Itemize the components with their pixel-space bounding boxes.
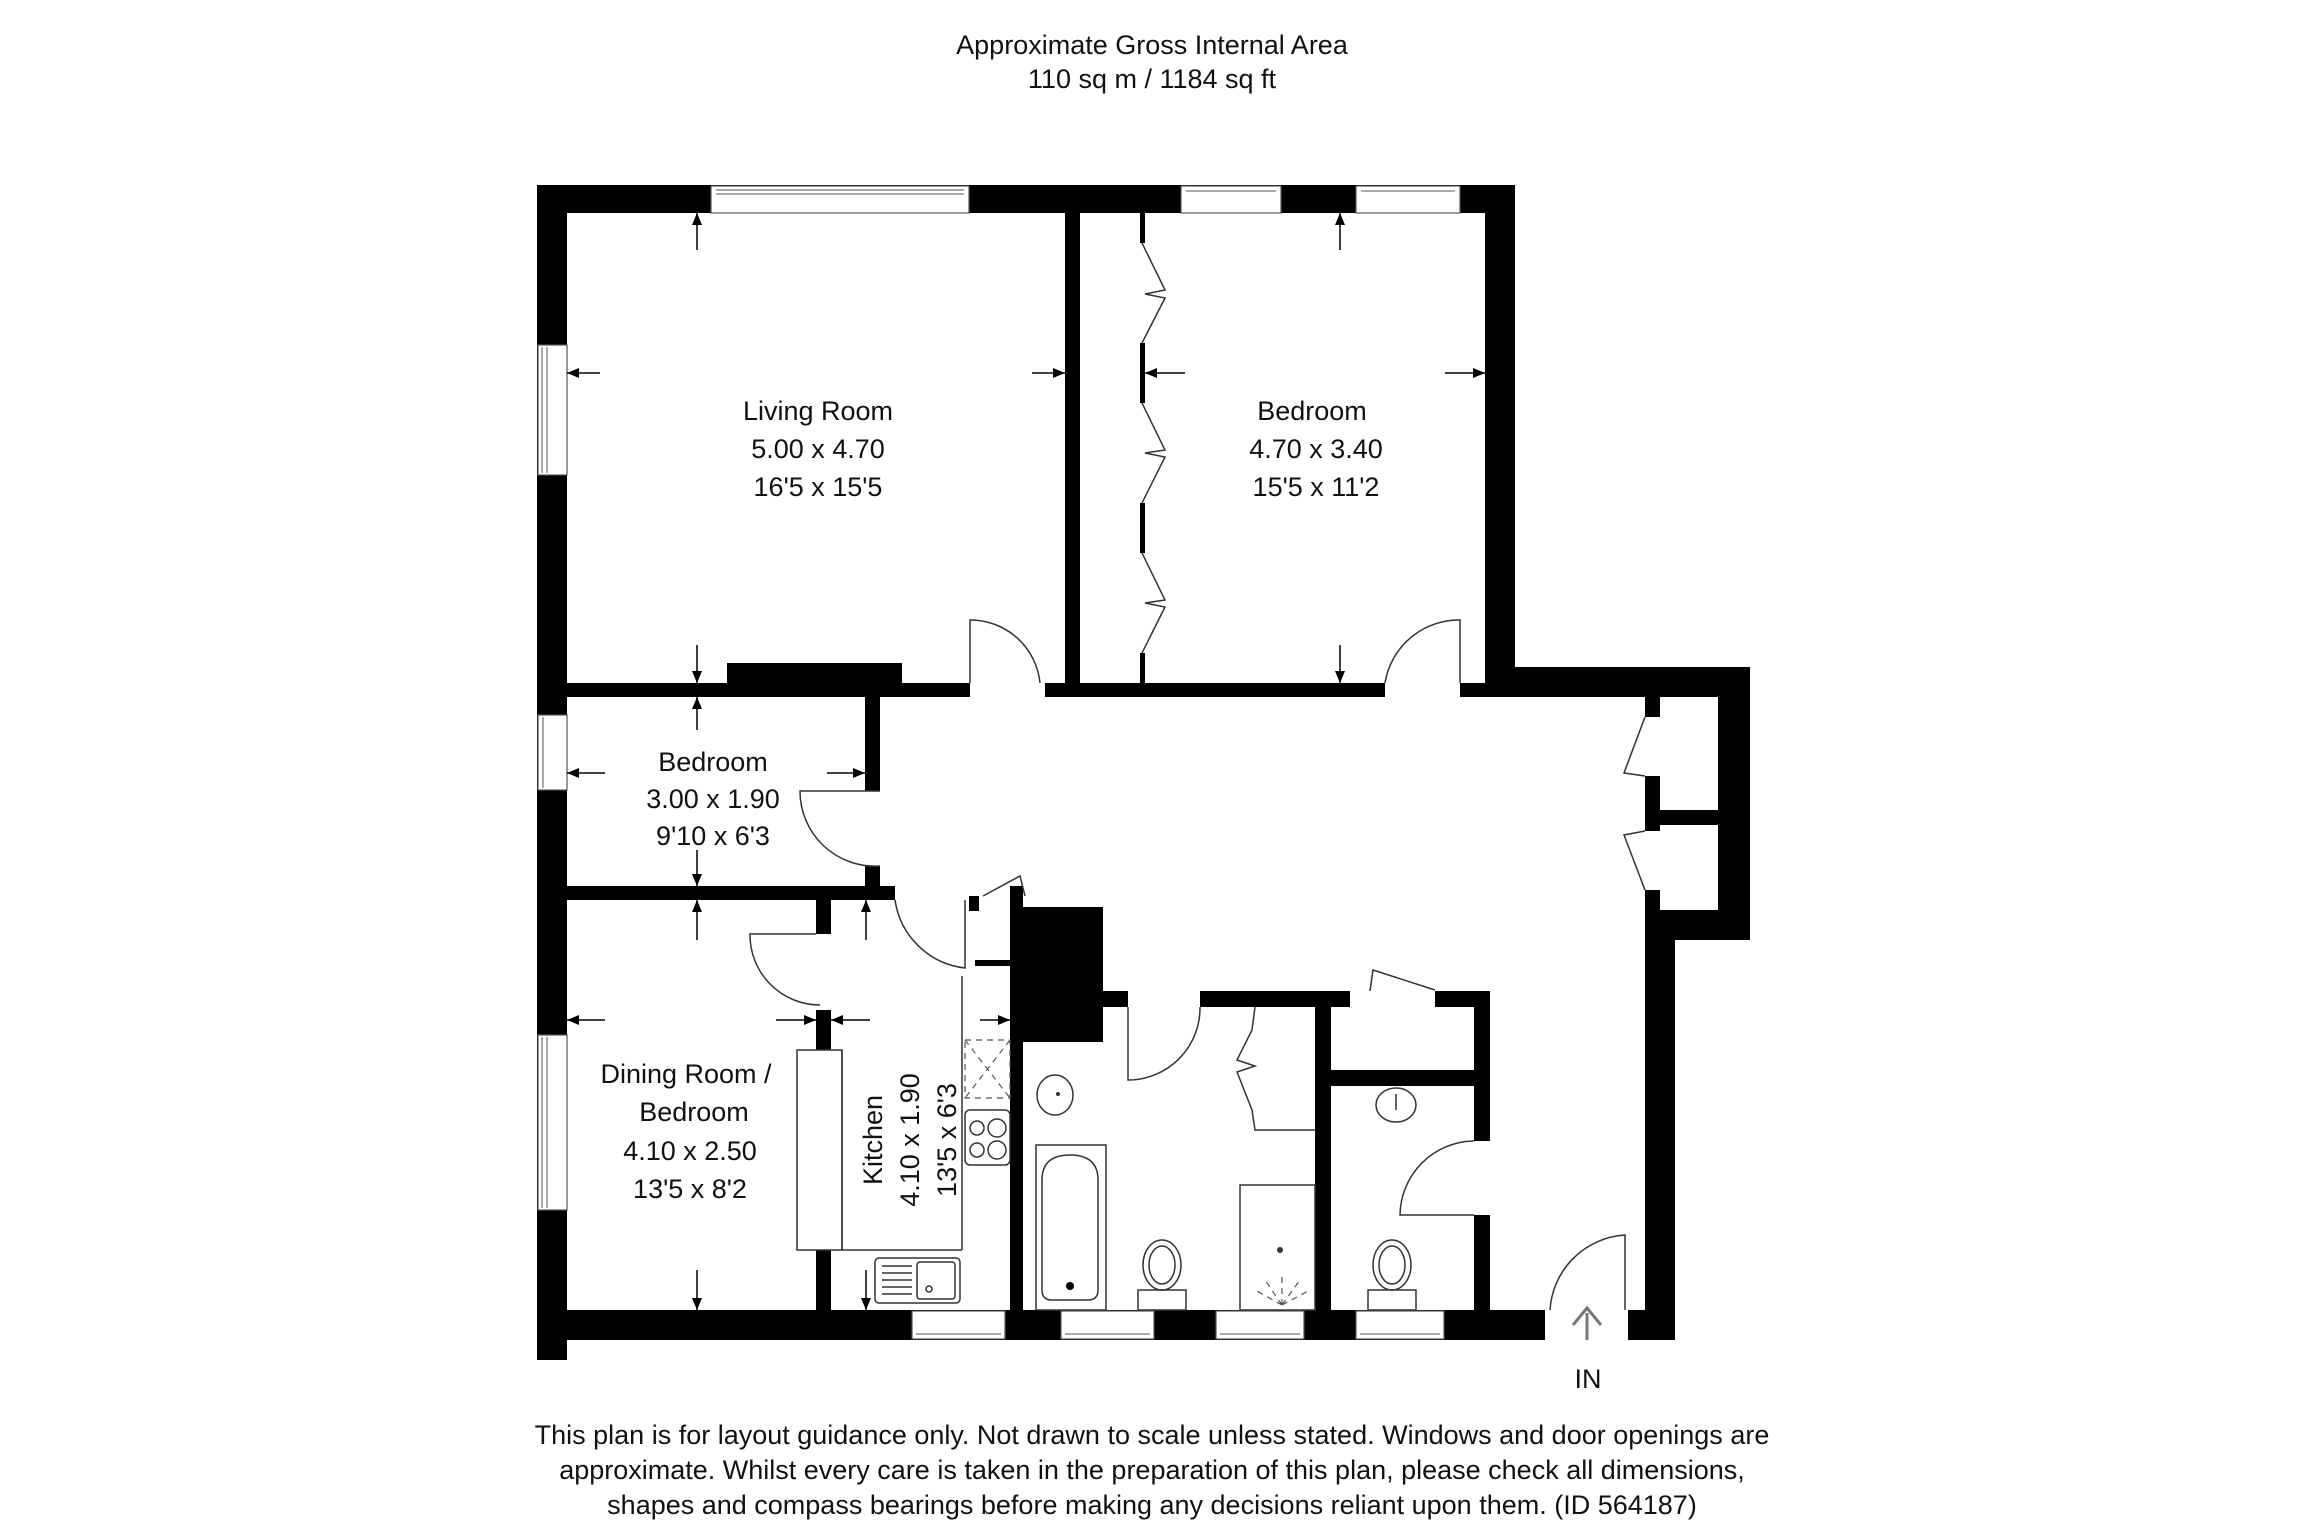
bathroom-fixtures (1035, 1074, 1316, 1311)
room-metric: 4.70 x 3.40 (1249, 434, 1383, 464)
room-imperial: 13'5 x 6'3 (932, 1083, 962, 1197)
room-metric: 4.10 x 1.90 (895, 1073, 925, 1207)
room-metric: 5.00 x 4.70 (751, 434, 885, 464)
arrow-up-icon (1571, 1305, 1603, 1340)
disclaimer-line-3: shapes and compass bearings before makin… (607, 1490, 1697, 1520)
room-name: Bedroom (658, 747, 768, 777)
area-summary: 110 sq m / 1184 sq ft (1027, 64, 1277, 94)
bathroom-door (1127, 1006, 1201, 1081)
toilet-icon (1137, 1239, 1187, 1311)
room-name: Living Room (743, 396, 893, 426)
windows (537, 185, 1461, 1340)
disclaimer-line-1: This plan is for layout guidance only. N… (534, 1420, 1770, 1450)
room-name-1: Dining Room / (600, 1059, 772, 1089)
wc-door (1399, 1140, 1475, 1216)
entrance-label: IN (1575, 1364, 1602, 1394)
room-living-room: Living Room 5.00 x 4.70 16'5 x 15'5 (743, 396, 893, 502)
title-line-1: Approximate Gross Internal Area (956, 30, 1348, 60)
room-imperial: 13'5 x 8'2 (633, 1174, 747, 1204)
hob-icon (964, 1109, 1011, 1166)
plan-title: Approximate Gross Internal Area 110 sq m… (0, 28, 2304, 96)
room-bedroom-main: Bedroom 4.70 x 3.40 15'5 x 11'2 (1249, 396, 1383, 502)
shower-icon (1239, 1184, 1316, 1311)
disclaimer-line-2: approximate. Whilst every care is taken … (559, 1455, 1745, 1485)
living-room-door (969, 619, 1041, 684)
room-bedroom-small: Bedroom 3.00 x 1.90 9'10 x 6'3 (646, 747, 780, 851)
worktop (796, 1049, 843, 1251)
cupboard-door-1 (1622, 716, 1646, 777)
room-imperial: 15'5 x 11'2 (1253, 472, 1380, 502)
room-imperial: 9'10 x 6'3 (656, 821, 770, 851)
toilet-icon (1367, 1239, 1417, 1311)
bath-icon (1035, 1144, 1107, 1311)
kitchen-fixtures (796, 976, 1011, 1304)
doors (749, 619, 1646, 1311)
room-kitchen: Kitchen 4.10 x 1.90 13'5 x 6'3 (858, 1073, 962, 1207)
room-metric: 4.10 x 2.50 (623, 1136, 757, 1166)
fireplace-icon (727, 663, 902, 685)
room-name: Bedroom (1257, 396, 1367, 426)
small-bedroom-door (799, 790, 881, 867)
room-metric: 3.00 x 1.90 (646, 784, 780, 814)
room-imperial: 16'5 x 15'5 (754, 472, 883, 502)
internal-walls (545, 213, 1718, 1311)
disclaimer: This plan is for layout guidance only. N… (0, 1418, 2304, 1523)
entrance-marker: IN (1571, 1305, 1603, 1394)
room-name-2: Bedroom (639, 1097, 749, 1127)
dimension-arrows (567, 213, 1485, 1310)
sink-icon (874, 1257, 961, 1304)
washbasin-icon (1375, 1087, 1417, 1123)
cupboard-door-2 (1622, 830, 1646, 891)
room-name: Kitchen (858, 1095, 888, 1185)
front-door (1549, 1234, 1626, 1311)
fridge-outline (964, 1039, 1011, 1099)
wardrobe-icon (1140, 213, 1167, 683)
wc-fixtures (1367, 1087, 1417, 1311)
cupboard-door (1369, 969, 1436, 992)
bathroom-cupboard-door (1235, 1006, 1315, 1131)
bedroom-door (1384, 619, 1461, 684)
kitchen-door (894, 899, 966, 969)
washbasin-icon (1036, 1074, 1074, 1116)
room-dining-room: Dining Room / Bedroom 4.10 x 2.50 13'5 x… (600, 1059, 772, 1204)
dining-door (749, 933, 821, 1006)
